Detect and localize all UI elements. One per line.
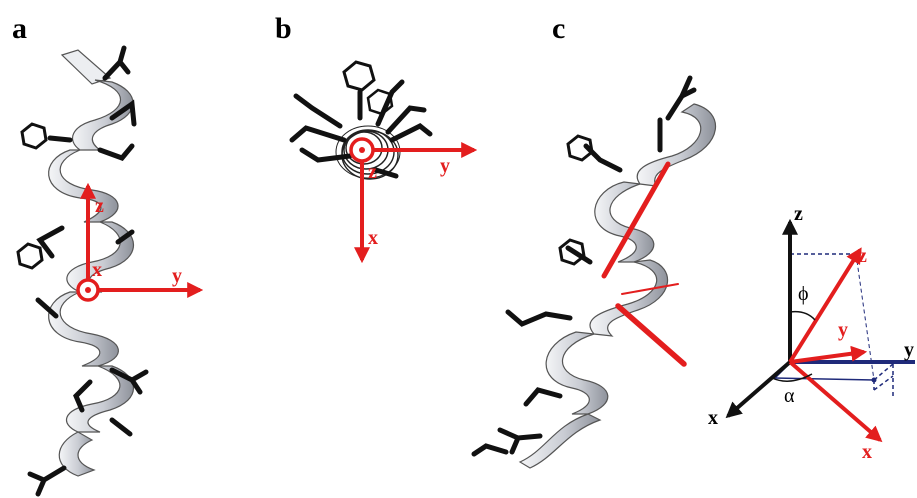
lab-x-label: x (708, 407, 718, 429)
phi-arc (790, 312, 815, 320)
panel-b-z-label: z (368, 161, 377, 183)
panel-a: a (12, 12, 200, 494)
panel-a-x-label: x (92, 259, 102, 281)
panel-b-ring-icon (344, 62, 374, 90)
helix-z-axis (790, 250, 860, 362)
panel-c-helix-ribbon (520, 104, 716, 468)
alpha-label: α (784, 385, 795, 407)
helix-axes: z y x (790, 245, 880, 463)
lab-z-label: z (794, 203, 803, 225)
helix-x-label: x (862, 441, 872, 463)
panel-b-x-label: x (368, 227, 378, 249)
phi-label: ϕ (798, 283, 809, 305)
panel-c-letter: c (552, 12, 565, 45)
panel-a-ring-icon-2 (18, 244, 42, 268)
frame-diagram: z x y z y x ϕ α (708, 203, 915, 463)
panel-b-y-label: y (440, 155, 450, 177)
panel-a-y-label: y (172, 265, 182, 287)
panel-b-letter: b (275, 12, 292, 45)
panel-b: b z x y (275, 12, 474, 260)
helix-z-label: z (858, 245, 867, 267)
lab-y-label: y (904, 339, 914, 361)
helix-y-label: y (838, 319, 848, 341)
panel-c: c (474, 12, 915, 468)
panel-a-ring-icon (22, 124, 46, 148)
helix-x-axis (790, 362, 880, 440)
panel-a-z-label: z (95, 195, 104, 217)
lab-x-axis (728, 362, 790, 416)
panel-b-axes: z x y (351, 139, 474, 260)
panel-a-letter: a (12, 12, 27, 45)
panel-a-axes: z x y (78, 186, 200, 300)
